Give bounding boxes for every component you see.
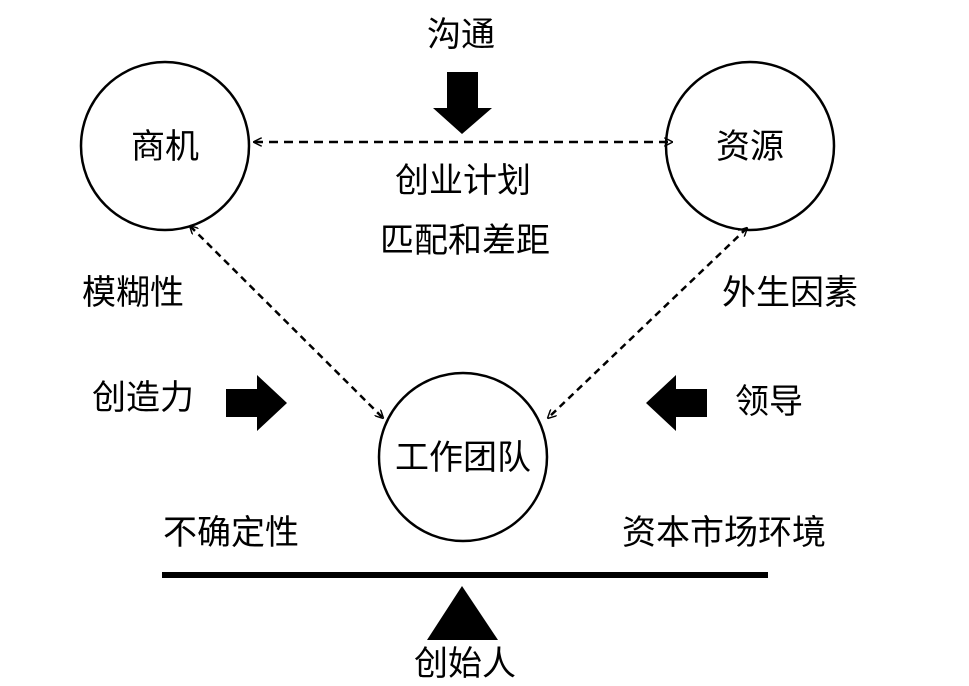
leadership-label: 领导	[735, 382, 803, 422]
team-label: 工作团队	[395, 438, 531, 478]
fulcrum-triangle-icon	[427, 586, 498, 640]
founder-label: 创始人	[414, 644, 516, 684]
opportunity-label: 商机	[131, 127, 199, 167]
opportunity-circle	[79, 60, 251, 232]
leadership-left-arrow-icon	[646, 375, 707, 431]
opportunity-team-connector	[190, 226, 383, 418]
capital-market-label: 资本市场环境	[622, 513, 826, 553]
resources-team-connector	[548, 228, 747, 418]
resources-label: 资源	[716, 127, 784, 167]
balance-beam	[162, 572, 768, 578]
fit-and-gap-label: 匹配和差距	[380, 221, 550, 261]
communication-down-arrow-icon	[433, 72, 492, 134]
communication-label: 沟通	[427, 15, 495, 55]
creativity-right-arrow-icon	[226, 375, 287, 431]
exogenous-factors-label: 外生因素	[722, 273, 858, 313]
business-plan-label: 创业计划	[395, 161, 531, 201]
ambiguity-label: 模糊性	[82, 273, 184, 313]
uncertainty-label: 不确定性	[163, 513, 299, 553]
creativity-label: 创造力	[92, 378, 194, 418]
team-circle	[377, 371, 549, 543]
